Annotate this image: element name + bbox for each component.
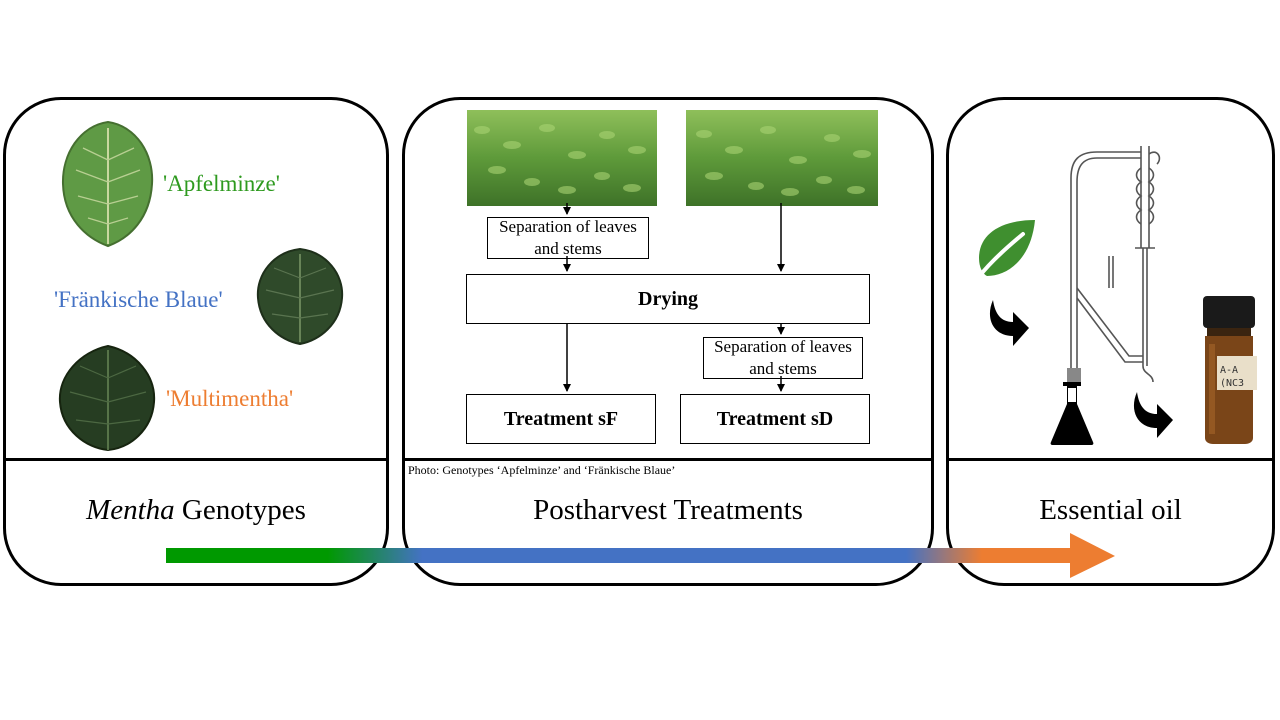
genotype-label-fraenkische-blaue: 'Fränkische Blaue' <box>54 287 223 312</box>
genotypes-title-italic: Mentha <box>86 494 175 526</box>
fraenkische-blaue-leaf-image <box>256 247 344 346</box>
genotype-label-apfelminze: 'Apfelminze' <box>163 171 280 196</box>
vial-label-text: A-A (NC3 <box>1220 365 1245 389</box>
flask-icon <box>1050 382 1094 445</box>
essential-oil-panel: A-A (NC3 Essential oil <box>946 97 1275 586</box>
genotypes-panel: 'Apfelminze' 'Fränkische Blaue' 'Multime… <box>3 97 389 586</box>
mint-photo-left <box>467 110 657 206</box>
curved-arrow-icon <box>989 300 1029 346</box>
photo-caption: Photo: Genotypes ‘Apfelminze’ and ‘Fränk… <box>408 463 676 477</box>
distillation-apparatus-icon <box>1067 146 1161 386</box>
essential-oil-divider <box>949 458 1272 461</box>
genotypes-title-rest: Genotypes <box>174 494 306 526</box>
separation-box-1: Separation of leaves and stems <box>487 217 649 259</box>
mint-photo-right <box>686 110 878 206</box>
curved-arrow-icon <box>1133 392 1173 438</box>
vial-icon <box>1203 296 1257 444</box>
apfelminze-leaf-image <box>61 120 154 248</box>
postharvest-panel: Separation of leaves and stems Drying Se… <box>402 97 934 586</box>
separation-box-2: Separation of leaves and stems <box>703 337 863 379</box>
multimentha-leaf-image <box>58 344 156 452</box>
postharvest-panel-title: Postharvest Treatments <box>533 494 803 526</box>
treatment-sf-box: Treatment sF <box>466 394 656 444</box>
essential-oil-panel-title: Essential oil <box>1039 494 1182 526</box>
genotype-label-multimentha: 'Multimentha' <box>166 386 294 411</box>
drying-box: Drying <box>466 274 870 324</box>
genotypes-divider <box>6 458 386 461</box>
postharvest-divider <box>405 458 931 461</box>
leaf-icon <box>973 220 1035 284</box>
genotypes-panel-title: Mentha Genotypes <box>6 494 386 527</box>
treatment-sd-box: Treatment sD <box>680 394 870 444</box>
